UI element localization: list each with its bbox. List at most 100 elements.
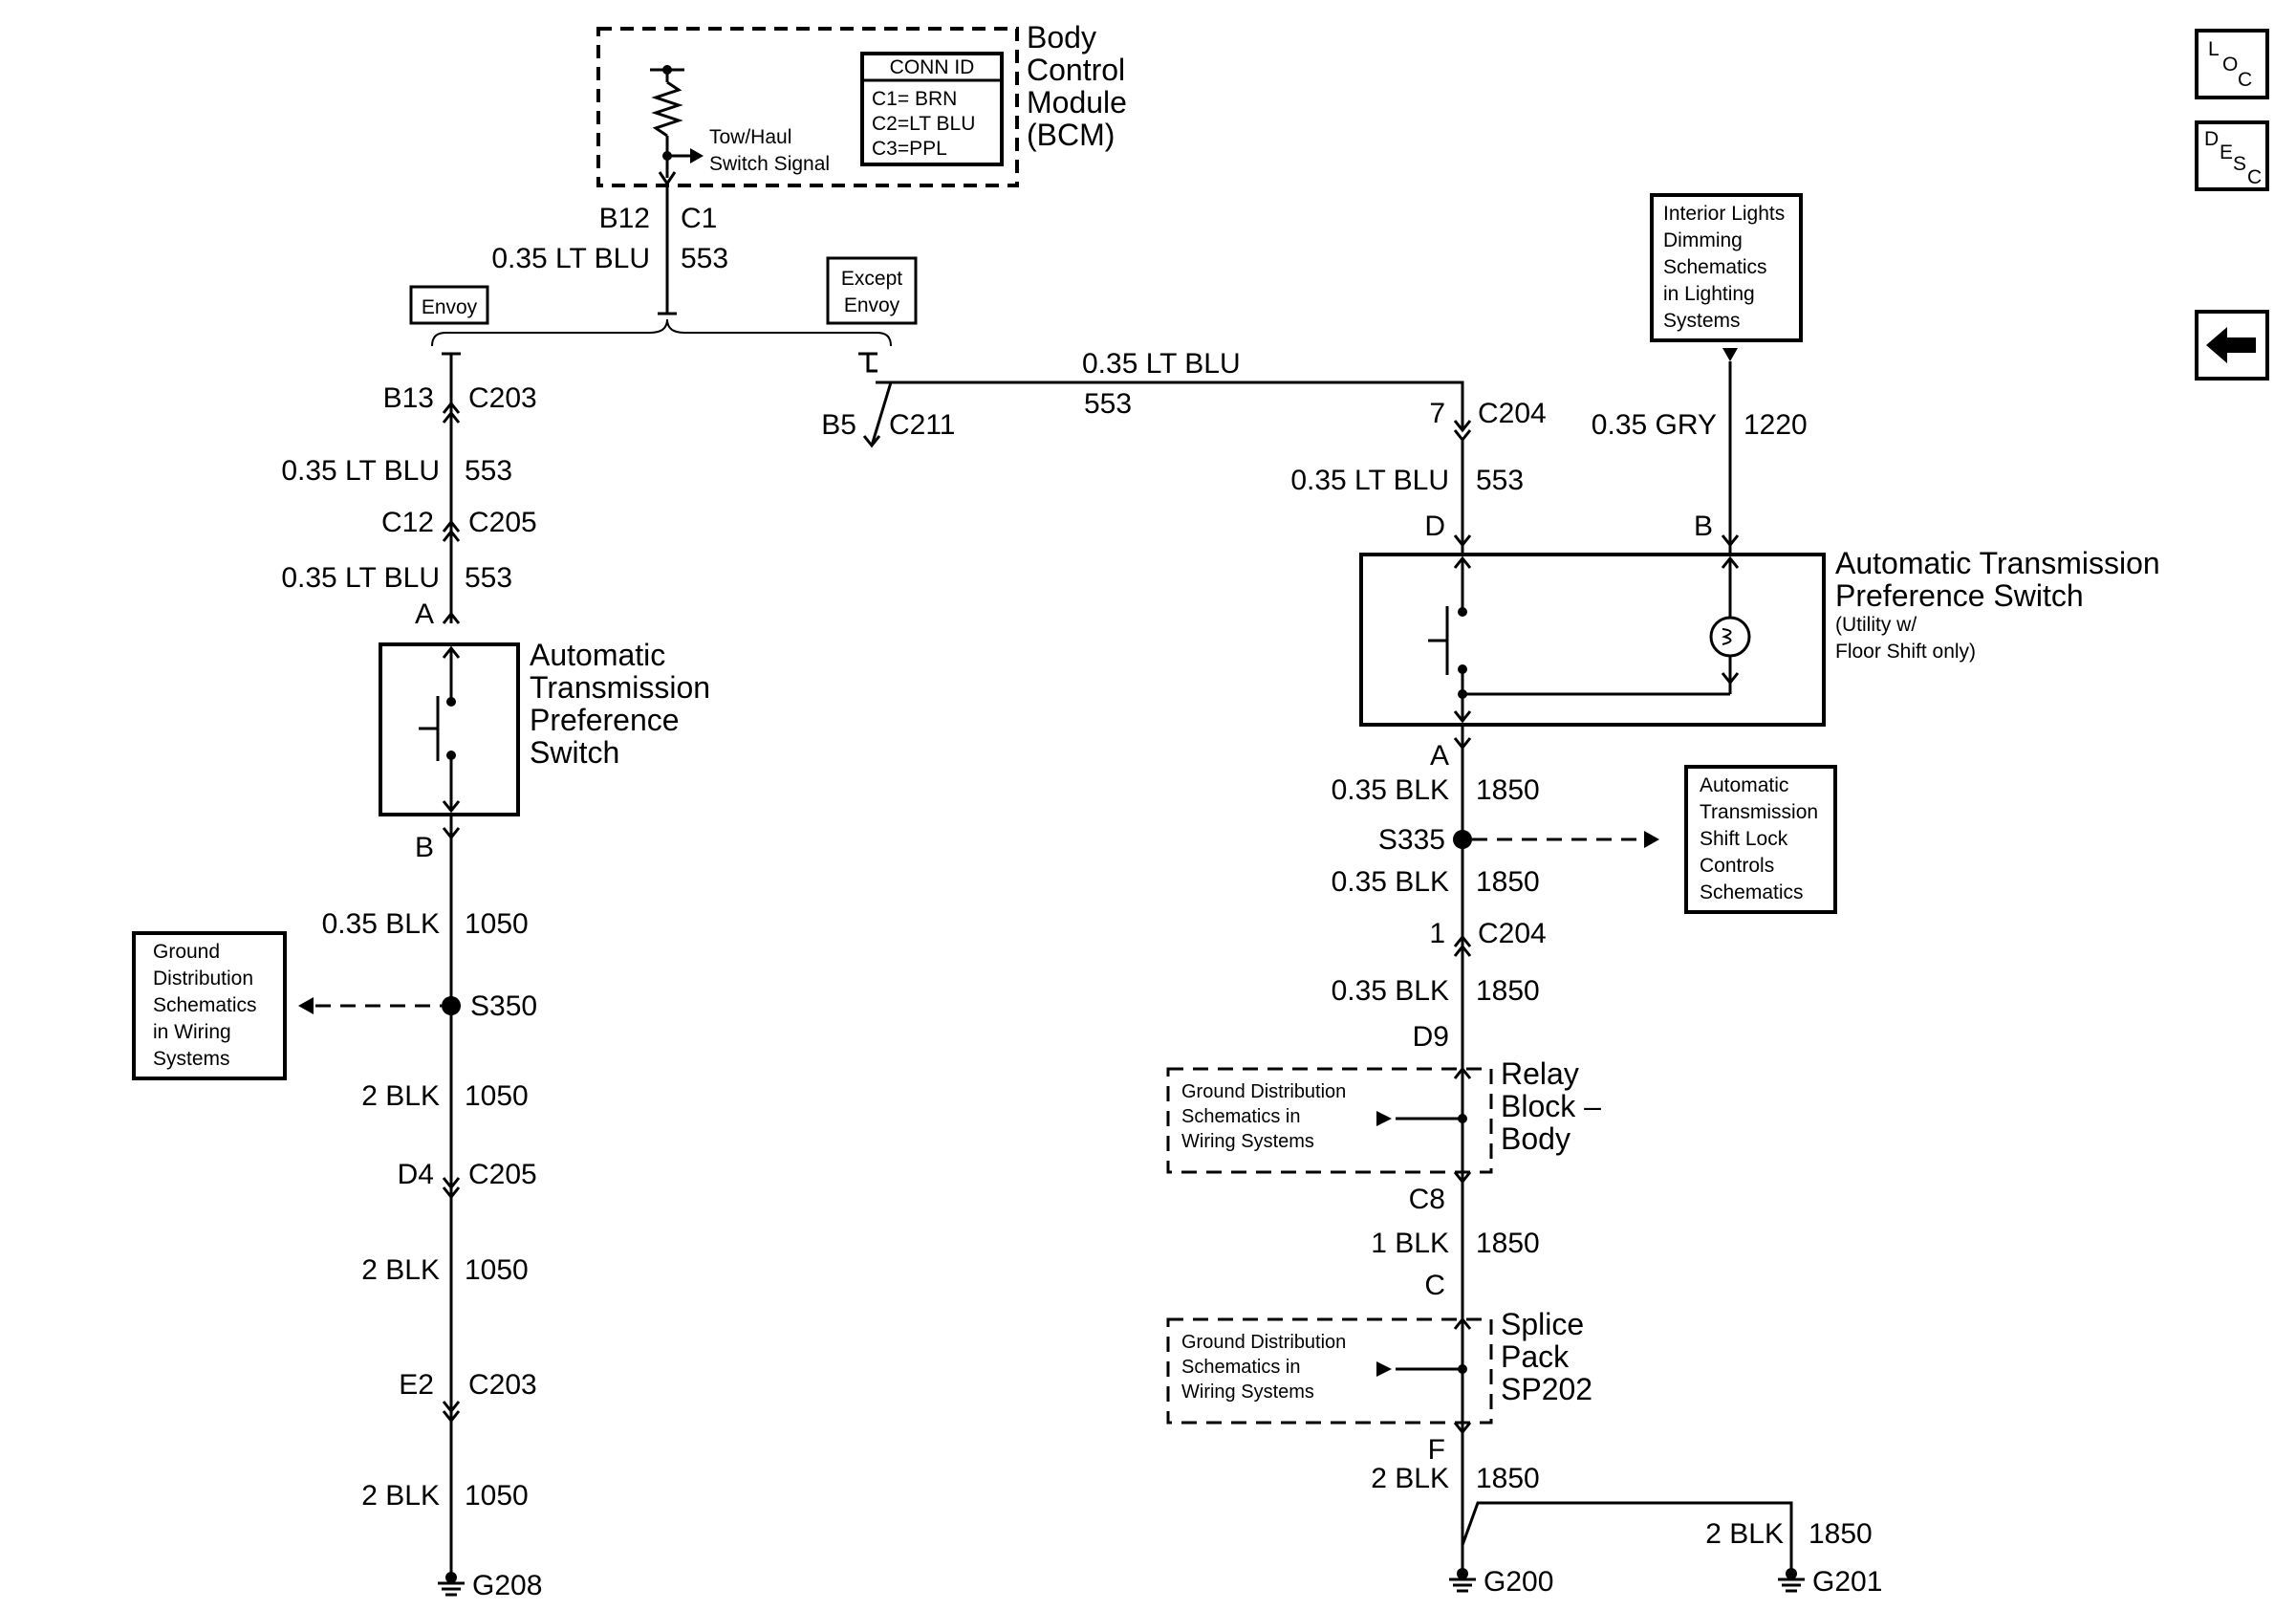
right-w6-color: 2 BLK (1371, 1463, 1449, 1494)
left-w5-circuit: 1050 (465, 1254, 529, 1286)
splice-s350-dot (442, 996, 461, 1015)
bcm-connector-c1: C1 (681, 203, 717, 234)
right-w5-circuit: 1850 (1476, 1228, 1540, 1259)
desc-letter-c: C (2247, 166, 2262, 188)
left-ground-ref-1: Ground (153, 941, 220, 963)
loc-button[interactable]: L O C (2195, 29, 2269, 99)
loc-letter-c: C (2238, 69, 2252, 91)
right-gry-circuit: 1220 (1744, 409, 1808, 441)
conn-id-table: CONN ID C1= BRN C2=LT BLU C3=PPL (860, 52, 1004, 166)
shift-lock-ref-1: Automatic (1700, 774, 1788, 796)
relay-pin-c8: C8 (1409, 1184, 1445, 1215)
shift-lock-ref-3: Shift Lock (1700, 828, 1788, 850)
right-switch-title-2: Preference Switch (1835, 578, 2084, 613)
left-switch-pin-b: B (415, 832, 434, 863)
splice-pack-title-1: Splice (1501, 1307, 1584, 1341)
right-gry-color: 0.35 GRY (1592, 409, 1717, 441)
splice-pack-title-3: SP202 (1501, 1372, 1592, 1406)
relay-ground-ref-3: Wiring Systems (1181, 1131, 1314, 1152)
right-w3-circuit: 1850 (1476, 866, 1540, 898)
right-switch-title-1: Automatic Transmission (1835, 546, 2160, 580)
left-w3-color: 0.35 BLK (322, 908, 440, 940)
envoy-label: Envoy (422, 296, 478, 318)
splice-pack-pin-c: C (1424, 1270, 1445, 1301)
splice-pack-pin-f: F (1428, 1434, 1445, 1466)
splice-pack-title-2: Pack (1501, 1339, 1570, 1374)
right-pin-b: B (1694, 511, 1713, 542)
left-w4-color: 2 BLK (361, 1080, 440, 1112)
shift-lock-ref-box[interactable]: Automatic Transmission Shift Lock Contro… (1684, 765, 1837, 914)
conn-id-c2: C2=LT BLU (872, 113, 975, 135)
bcm-signal-line-2: Switch Signal (709, 153, 830, 175)
left-ground-ref-2: Distribution (153, 968, 253, 990)
right-c204-pin: 7 (1429, 398, 1445, 429)
bcm-pin-b12: B12 (599, 203, 650, 234)
left-ground-ref-5: Systems (153, 1048, 230, 1070)
left-c203-bot-pin: E2 (399, 1369, 434, 1401)
right-switch-note-1: (Utility w/ (1835, 614, 1917, 636)
left-w5-color: 2 BLK (361, 1254, 440, 1286)
right-w6-circuit: 1850 (1476, 1463, 1540, 1494)
left-c205-top: C205 (468, 507, 537, 538)
left-splice-s350: S350 (470, 990, 537, 1022)
right-w2-color: 0.35 BLK (1332, 774, 1449, 806)
left-w1-color: 0.35 LT BLU (281, 455, 440, 487)
right-ground-g201: G201 (1812, 1566, 1882, 1598)
interior-ref-1: Interior Lights (1663, 203, 1785, 225)
left-c203-top: C203 (468, 382, 537, 414)
shift-lock-ref-2: Transmission (1700, 801, 1818, 823)
loc-letter-o: O (2222, 54, 2238, 76)
left-c205-bot: C205 (468, 1159, 537, 1190)
right-w4-color: 0.35 BLK (1332, 975, 1449, 1007)
right-c204: C204 (1478, 398, 1547, 429)
left-switch-pin-a: A (415, 598, 434, 630)
left-c203-bot: C203 (468, 1369, 537, 1401)
left-branch: B13 C203 0.35 LT BLU 553 C12 C205 0.35 L… (132, 352, 710, 1601)
middle-c211: C211 (889, 409, 956, 441)
left-w2-circuit: 553 (465, 562, 512, 594)
middle-c211-pin: B5 (821, 409, 856, 441)
right-pin-a: A (1430, 740, 1449, 772)
relay-pin-d9: D9 (1413, 1021, 1449, 1053)
left-ground-g208: G208 (472, 1570, 542, 1601)
left-c205-bot-pin: D4 (398, 1159, 434, 1190)
shift-lock-ref-5: Schematics (1700, 881, 1804, 903)
ground-distribution-ref-box-left[interactable]: Ground Distribution Schematics in Wiring… (132, 931, 287, 1080)
envoy-option-box: Envoy (409, 285, 489, 325)
back-arrow-icon (2206, 327, 2256, 363)
left-w6-color: 2 BLK (361, 1480, 440, 1512)
relay-ground-ref-2: Schematics in (1181, 1106, 1301, 1127)
except-envoy-line-2: Envoy (844, 294, 900, 316)
conn-id-c3: C3=PPL (872, 138, 947, 160)
right-w4-circuit: 1850 (1476, 975, 1540, 1007)
loc-letter-l: L (2208, 38, 2220, 60)
right-branch: 7 C204 0.35 LT BLU 553 Interior Lights D… (1166, 193, 2160, 1598)
left-w1-circuit: 553 (465, 455, 512, 487)
ground-g208-icon (438, 1572, 465, 1597)
bcm-signal-line-1: Tow/Haul (709, 126, 791, 148)
middle-wire-circuit: 553 (1084, 388, 1132, 420)
right-w3-color: 0.35 BLK (1332, 866, 1449, 898)
bcm-module: Tow/Haul Switch Signal CONN ID C1= BRN C… (596, 20, 1127, 187)
bcm-title-line-3: Module (1027, 85, 1127, 120)
desc-button[interactable]: D E S C (2195, 120, 2269, 191)
left-w6-circuit: 1050 (465, 1480, 529, 1512)
right-w2-circuit: 1850 (1476, 774, 1540, 806)
back-button[interactable] (2195, 310, 2269, 381)
splice-ground-ref-1: Ground Distribution (1181, 1332, 1346, 1353)
right-c204b: C204 (1478, 918, 1547, 949)
relay-block-body: Ground Distribution Schematics in Wiring… (1166, 1066, 1493, 1185)
signal-arrow-icon (690, 148, 704, 163)
splice-s335-dot (1453, 830, 1472, 849)
splice-ground-ref-3: Wiring Systems (1181, 1382, 1314, 1403)
right-w7-color: 2 BLK (1705, 1518, 1784, 1550)
bcm-title-line-2: Control (1027, 53, 1125, 87)
desc-letter-d: D (2204, 128, 2219, 150)
right-w7-circuit: 1850 (1809, 1518, 1873, 1550)
interior-ref-4: in Lighting (1663, 283, 1755, 305)
interior-ref-2: Dimming (1663, 229, 1743, 251)
left-w2-color: 0.35 LT BLU (281, 562, 440, 594)
splice-ground-ref-2: Schematics in (1181, 1357, 1301, 1378)
middle-wire-color: 0.35 LT BLU (1082, 348, 1241, 380)
interior-lights-ref-box[interactable]: Interior Lights Dimming Schematics in Li… (1650, 193, 1803, 342)
